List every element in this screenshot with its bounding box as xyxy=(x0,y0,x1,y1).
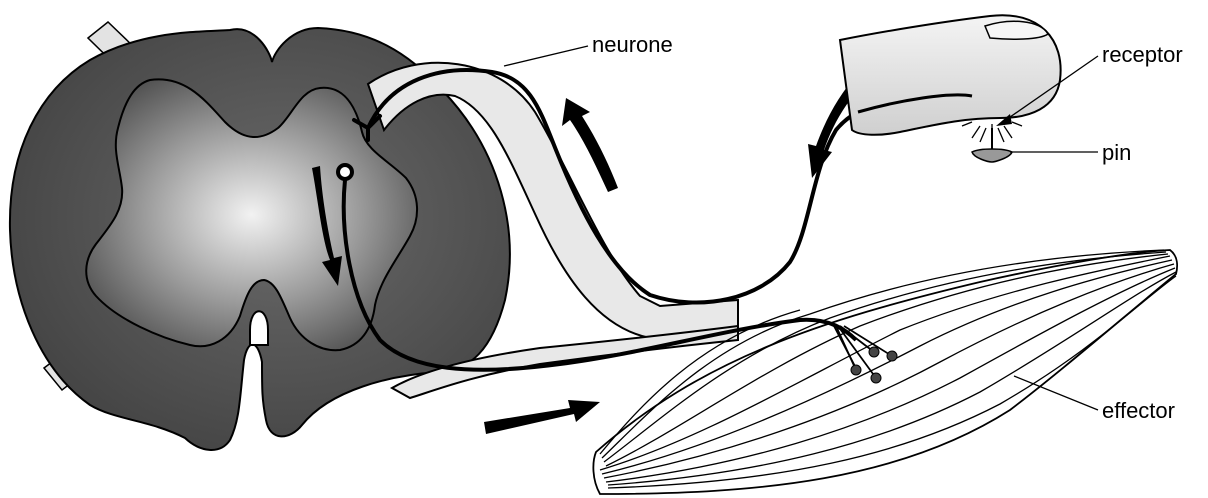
motor-cell-body xyxy=(338,165,352,179)
pin xyxy=(972,128,1012,162)
arrow-right-bottom xyxy=(484,400,600,434)
effector-muscle xyxy=(593,250,1177,494)
neurone-leader xyxy=(504,46,588,66)
pin-head xyxy=(972,149,1012,162)
finger xyxy=(840,15,1061,135)
central-canal-notch xyxy=(250,311,268,345)
pin-label: pin xyxy=(1102,140,1131,165)
effector-leader xyxy=(1014,376,1098,410)
motor-end-plates xyxy=(834,326,892,378)
receptor-label: receptor xyxy=(1102,42,1183,67)
effector-label: effector xyxy=(1102,398,1175,423)
neurone-label: neurone xyxy=(592,32,673,57)
